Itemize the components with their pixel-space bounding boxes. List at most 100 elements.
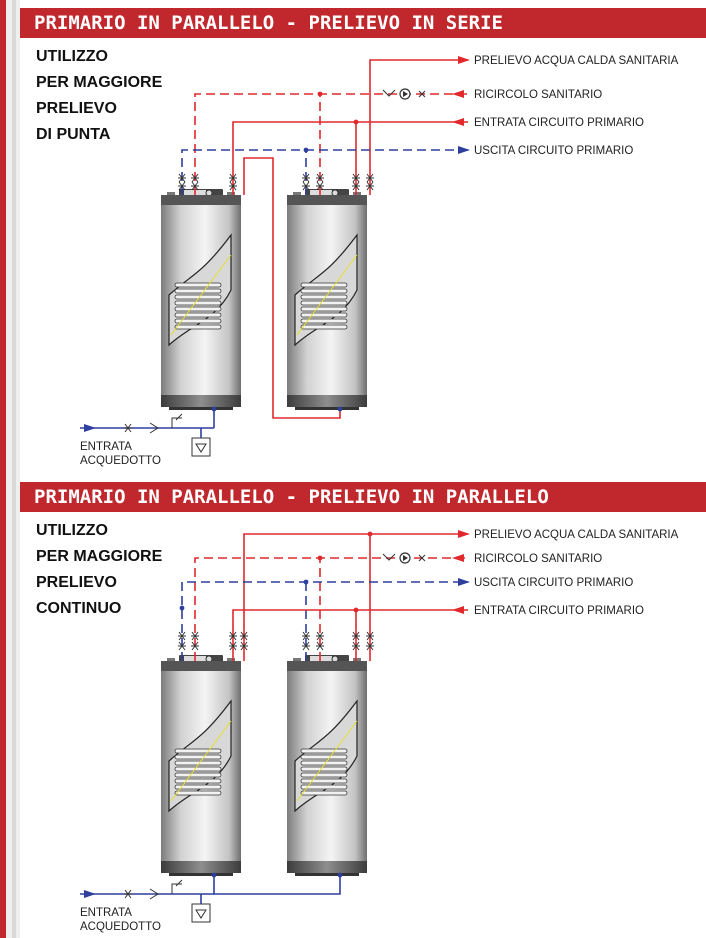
valve-icon [316,641,324,651]
arrow-right-icon [458,530,470,538]
coil-turn [300,790,348,796]
storage-tank [161,189,241,410]
arrow-right-icon [458,56,470,64]
tank-foot [169,873,233,876]
section-1-usage: UTILIZZO PER MAGGIORE PRELIEVO DI PUNTA [36,44,162,148]
hot-water-pipe [369,59,468,195]
check-valve-icon [382,89,396,97]
tank-nipple [293,658,301,662]
junction-dot [317,91,323,97]
usage-line: PRELIEVO [36,100,117,117]
tank-gauge [310,656,332,662]
coil-turn [300,778,348,784]
coil-turn [300,300,348,306]
junction-dot [303,579,309,585]
valve-icon [178,181,186,191]
pipe-label: RICIRCOLO SANITARIO [474,553,602,565]
pipe-label: USCITA CIRCUITO PRIMARIO [474,577,633,589]
valve-icon [178,173,186,183]
tank-nipple [293,192,301,196]
valve-icon [316,173,324,183]
valve-icon [352,181,360,191]
junction-dot [353,607,359,613]
recirculation-pump-icon [382,88,426,100]
coil-turn [300,288,348,294]
valve-icon [229,631,237,641]
tank-nipple [353,192,361,196]
coil-turn [174,784,222,790]
tank-top-band [287,195,367,205]
arrow-right-icon [84,890,96,898]
expansion-vessel-icon [191,903,211,923]
pipe-label: ENTRATA CIRCUITO PRIMARIO [474,605,644,617]
coil-turn [174,754,222,760]
safety-valve-icon [171,413,183,428]
hot-water-pipe [243,533,468,661]
usage-line: DI PUNTA [36,126,111,143]
usage-line: PER MAGGIORE [36,74,163,91]
junction-dot [211,872,217,878]
usage-line: PRELIEVO [36,574,117,591]
heat-exchanger-coil [300,748,348,796]
valve-icon [124,423,132,433]
valve-icon [302,641,310,651]
valve-icon [191,631,199,641]
inlet-label: ACQUEDOTTO [80,921,161,933]
pump-arrow [403,91,408,97]
pump-arrow [403,555,408,561]
tank-bottom-band [161,395,241,407]
arrow-left-icon [452,118,464,126]
tank-nipple [353,658,361,662]
valve-icon [352,631,360,641]
valve-icon [352,173,360,183]
tank-top-band [161,661,241,671]
tank-bottom-band [161,861,241,873]
junction-dot [337,406,343,412]
anode-line [296,720,358,802]
safety-valve-icon [171,879,183,894]
valve-icon [229,173,237,183]
pipe-label: ENTRATA CIRCUITO PRIMARIO [474,117,644,129]
expansion-vessel-mark [195,443,207,453]
tank-foot [169,407,233,410]
section-2-title: PRIMARIO IN PARALLELO - PRELIEVO IN PARA… [20,482,706,512]
tank-nipple [227,658,235,662]
coil-turn [300,282,348,288]
cold-manifold-pipe [213,875,341,895]
pipe-label: RICIRCOLO SANITARIO [474,89,602,101]
valve-icon [124,889,132,899]
pipe-label: PRELIEVO ACQUA CALDA SANITARIA [474,55,679,67]
usage-line: UTILIZZO [36,48,108,65]
inlet-label: ENTRATA [80,441,132,453]
valve-icon [316,181,324,191]
coil-turn [174,748,222,754]
check-valve-icon [149,422,159,434]
tank-top-band [161,195,241,205]
storage-tank [287,655,367,876]
coil-turn [300,772,348,778]
coil-turn [174,318,222,324]
valve-icon [366,173,374,183]
coil-turn [300,754,348,760]
tank-foot [295,407,359,410]
junction-dot [303,147,309,153]
valve-icon [240,631,248,641]
coil-turn [174,772,222,778]
valve-icon [229,181,237,191]
coil-turn [174,282,222,288]
series-link-pipe [243,157,341,419]
storage-tank [161,655,241,876]
tank-gauge [310,190,332,196]
left-divider [12,0,16,938]
arrow-right-icon [84,424,96,432]
valve-icon [191,173,199,183]
valve-icon [229,641,237,651]
coil-turn [174,766,222,772]
tank-nipple [167,658,175,662]
tank-top-band [287,661,367,671]
arrow-right-icon [458,146,470,154]
usage-line: PER MAGGIORE [36,548,163,565]
junction-dot [353,119,359,125]
